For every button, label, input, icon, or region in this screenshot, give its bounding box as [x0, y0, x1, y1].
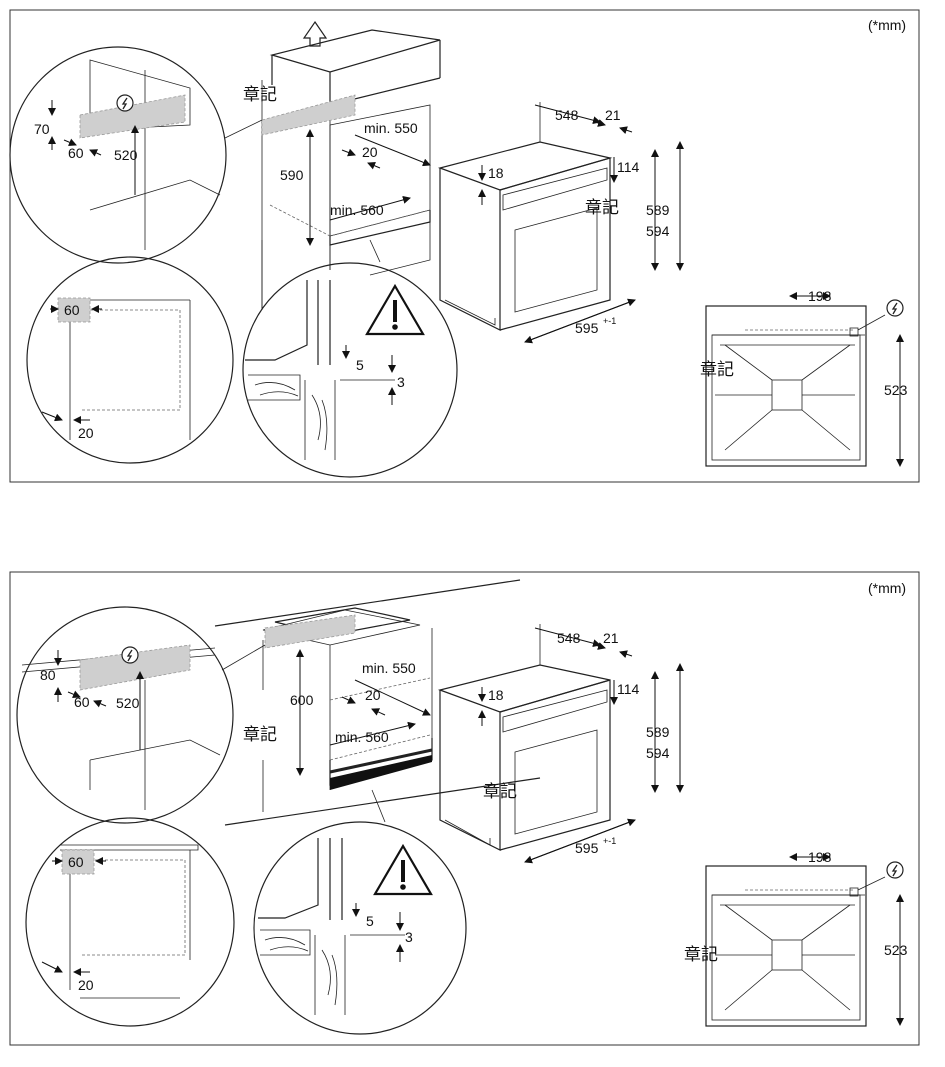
- oven-door: 21: [605, 107, 621, 123]
- side-bottom-clearance: 20: [78, 977, 94, 993]
- electric-connection-icon: [886, 299, 904, 317]
- cabinet-gap: 20: [362, 144, 378, 160]
- floor-gap-b: 3: [397, 374, 405, 390]
- oven-depth: 548: [557, 630, 581, 646]
- cabinet-width-min: min. 560: [335, 729, 389, 745]
- oven-height-1: 589: [646, 724, 670, 740]
- front-width: 198: [808, 288, 832, 304]
- oven-height-2: 594: [646, 745, 670, 761]
- cabinet-label: 章記: [243, 85, 277, 105]
- oven-height-1: 589: [646, 202, 670, 218]
- oven-label: 章記: [483, 782, 517, 802]
- warning-icon: [373, 844, 433, 896]
- electric-connection-icon: [116, 94, 134, 112]
- oven-depth: 548: [555, 107, 579, 123]
- floor-gap-a: 5: [356, 357, 364, 373]
- side-bottom-clearance: 20: [78, 425, 94, 441]
- oven-width-tolerance: +-1: [603, 836, 616, 846]
- oven-door: 21: [603, 630, 619, 646]
- oven-top: 18: [488, 165, 504, 181]
- oven-panel: 114: [617, 681, 640, 697]
- panel-tall-unit: (*mm) 590 min. 550 20 min. 560 章記: [9, 9, 920, 483]
- detail-floor-circle: 5 3: [242, 239, 458, 478]
- oven-label: 章記: [585, 198, 619, 218]
- oven-drawing: 548 21 114 18 589 594 595 +-1 章記: [437, 624, 684, 864]
- detail-top-circle: 70 60 520: [9, 46, 227, 264]
- electric-connection-icon: [886, 861, 904, 879]
- front-height: 523: [884, 382, 908, 398]
- cabinet-height: 590: [280, 167, 304, 183]
- vent-clearance: 60: [68, 145, 84, 161]
- oven-drawing: 548 21 114 18 589 594 595 +-1 章記: [437, 102, 684, 344]
- cabinet-width-min: min. 560: [330, 202, 384, 218]
- oven-width: 595: [575, 320, 599, 336]
- tall-cabinet: 590 min. 550 20 min. 560 章記: [224, 20, 441, 310]
- oven-front-view: 198 523 章記: [684, 849, 908, 1027]
- detail-side-circle: 60 20: [25, 817, 235, 1027]
- front-height: 523: [884, 942, 908, 958]
- oven-top: 18: [488, 687, 504, 703]
- cabinet-height: 600: [290, 692, 314, 708]
- cable-height: 520: [116, 695, 140, 711]
- panel-frame: [9, 571, 920, 1046]
- detail-floor-circle: 5 3: [253, 789, 467, 1035]
- front-label: 章記: [700, 360, 734, 380]
- cabinet-gap: 20: [365, 687, 381, 703]
- side-top-clearance: 60: [68, 854, 84, 870]
- vent-height: 70: [34, 121, 50, 137]
- vent-height: 80: [40, 667, 56, 683]
- front-label: 章記: [684, 945, 718, 965]
- warning-icon: [365, 284, 425, 336]
- front-width: 198: [808, 849, 832, 865]
- counter-cabinet: 600 min. 550 20 min. 560 章記: [214, 579, 541, 826]
- oven-panel: 114: [617, 159, 640, 175]
- oven-width-tolerance: +-1: [603, 316, 616, 326]
- electric-connection-icon: [121, 646, 139, 664]
- floor-gap-b: 3: [405, 929, 413, 945]
- vent-clearance: 60: [74, 694, 90, 710]
- unit-note: (*mm): [868, 580, 906, 596]
- cabinet-depth-min: min. 550: [362, 660, 416, 676]
- side-top-clearance: 60: [64, 302, 80, 318]
- cabinet-label: 章記: [243, 725, 277, 745]
- cable-height: 520: [114, 147, 138, 163]
- panel-frame: [9, 9, 920, 483]
- oven-width: 595: [575, 840, 599, 856]
- panel-under-counter: (*mm) 600 min. 550 20 min. 560 章記: [9, 571, 920, 1046]
- floor-gap-a: 5: [366, 913, 374, 929]
- detail-side-circle: 60 20: [26, 256, 234, 464]
- oven-front-view: 198 523 章記: [700, 288, 908, 467]
- up-arrow-icon: [302, 20, 328, 47]
- cabinet-depth-min: min. 550: [364, 120, 418, 136]
- detail-top-circle: 80 60 520: [16, 606, 234, 824]
- unit-note: (*mm): [868, 17, 906, 33]
- oven-height-2: 594: [646, 223, 670, 239]
